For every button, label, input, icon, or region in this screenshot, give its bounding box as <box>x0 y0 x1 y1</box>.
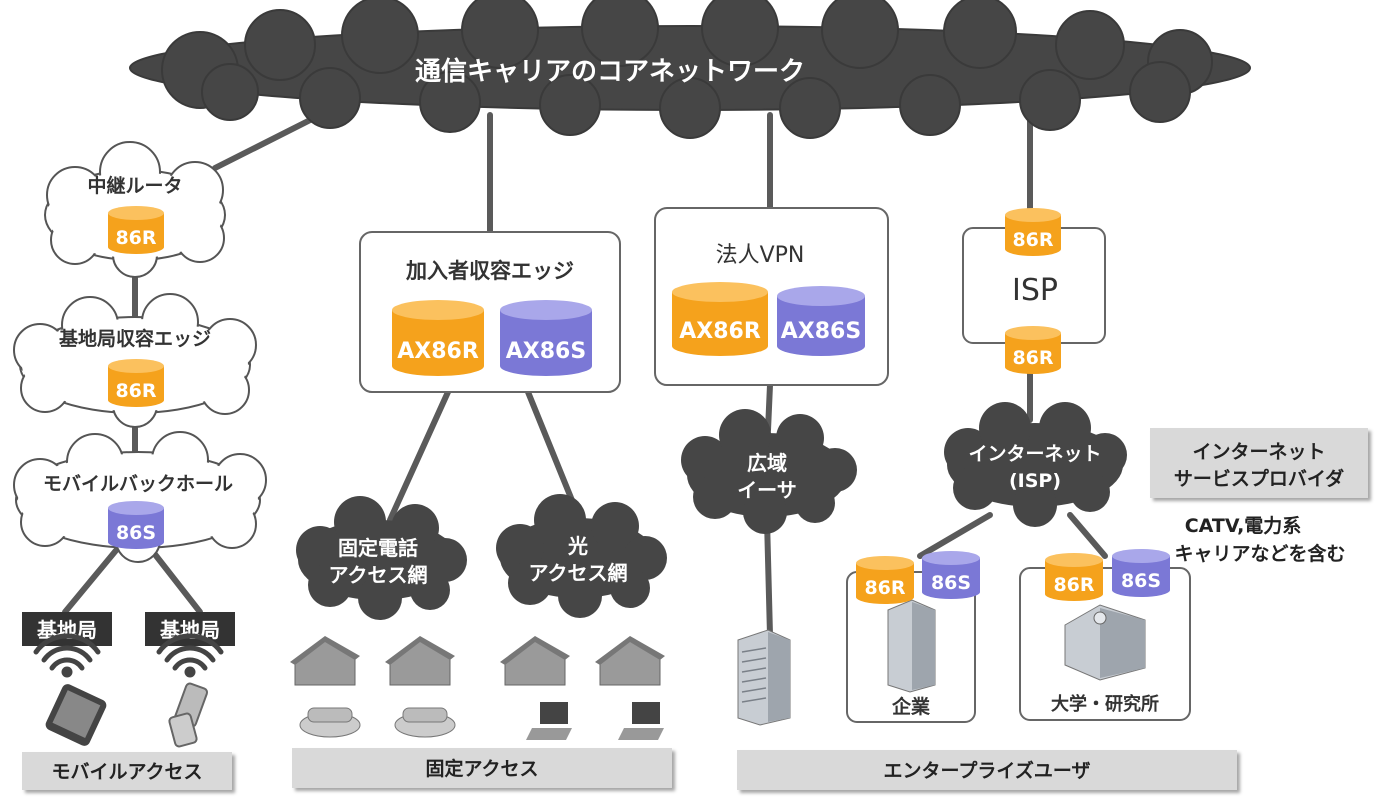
internet-label-1: インターネット <box>968 443 1101 465</box>
antenna-wave-icon <box>156 633 224 678</box>
laptop-icon <box>618 702 664 740</box>
house-icon <box>500 636 570 686</box>
router-ax86r-label: AX86R <box>679 319 761 344</box>
fixed-access-label: 固定アクセス <box>425 757 538 780</box>
router-86r-isp-bottom: 86R <box>1005 326 1061 374</box>
fixed-access-footer <box>292 748 672 788</box>
isp-label: ISP <box>1012 273 1058 308</box>
switch-ax86s-label: AX86S <box>781 319 861 344</box>
subscriber-edge-label: 加入者収容エッジ <box>405 259 574 283</box>
office-building-icon <box>737 629 791 726</box>
company-building-icon <box>887 599 936 693</box>
router-86r-label: 86R <box>115 380 156 402</box>
enterprise-users-label: エンタープライズユーザ <box>884 759 1091 782</box>
smartphone-icon <box>45 684 107 746</box>
router-86r-label: 86R <box>115 227 156 249</box>
router-ax86r-label: AX86R <box>397 339 479 364</box>
mobile-access-label: モバイルアクセス <box>51 761 202 783</box>
router-ax86r: AX86R <box>672 282 768 356</box>
house-icon <box>290 636 360 686</box>
switch-86s-label: 86S <box>116 522 156 544</box>
isp-note-line2: キャリアなどを含む <box>1174 542 1345 565</box>
antenna-wave-icon <box>33 633 101 678</box>
laptop-icon <box>526 702 572 740</box>
phone-network-cloud <box>296 496 467 620</box>
isp-definition-line1: インターネット <box>1192 441 1325 463</box>
house-icon <box>385 636 455 686</box>
core-network-cloud <box>129 0 1251 139</box>
wide-ether-cloud <box>681 409 857 534</box>
university-building-icon <box>1064 604 1146 681</box>
company-label: 企業 <box>891 695 931 718</box>
relay-router-label: 中継ルータ <box>87 174 182 197</box>
switch-86s-company: 86S <box>922 551 980 599</box>
router-86r-label: 86R <box>1053 574 1094 596</box>
switch-86s-label: 86S <box>931 572 971 594</box>
phone-network-label-1: 固定電話 <box>338 536 418 560</box>
internet-label-2: (ISP) <box>1009 470 1061 492</box>
telephone-icon <box>394 707 456 738</box>
router-ax86r: AX86R <box>392 300 484 376</box>
router-86r-label: 86R <box>1012 347 1053 369</box>
internet-cloud <box>944 402 1127 527</box>
switch-ax86s-label: AX86S <box>506 339 586 364</box>
router-86r-label: 86R <box>864 577 905 599</box>
router-86r-isp-top: 86R <box>1005 208 1061 256</box>
backhaul-label: モバイルバックホール <box>43 473 233 495</box>
switch-ax86s: AX86S <box>500 300 592 376</box>
core-network-label: 通信キャリアのコアネットワーク <box>415 57 805 87</box>
fiber-network-label-1: 光 <box>567 534 588 558</box>
router-86r-university: 86R <box>1045 553 1103 601</box>
university-label: 大学・研究所 <box>1051 693 1159 715</box>
wide-ether-label-2: イーサ <box>737 478 797 502</box>
switch-86s-university: 86S <box>1112 549 1170 597</box>
station-edge-label: 基地局収容エッジ <box>58 327 211 350</box>
enterprise-users-footer <box>737 750 1237 790</box>
fiber-network-cloud <box>496 494 667 618</box>
router-86r-relay: 86R <box>108 206 164 254</box>
wide-ether-label-1: 広域 <box>747 451 787 475</box>
house-icon <box>595 636 665 686</box>
router-86r-label: 86R <box>1012 229 1053 251</box>
telephone-icon <box>299 707 361 738</box>
fiber-network-label-2: アクセス網 <box>529 561 628 585</box>
isp-definition-box <box>1150 428 1368 498</box>
router-86r-company: 86R <box>856 556 914 604</box>
switch-86s-backhaul: 86S <box>108 501 164 549</box>
corporate-vpn-label: 法人VPN <box>716 243 805 268</box>
flip-phone-icon <box>168 682 209 748</box>
switch-ax86s: AX86S <box>777 286 865 356</box>
phone-network-label-2: アクセス網 <box>329 563 428 587</box>
switch-86s-label: 86S <box>1121 570 1161 592</box>
isp-definition-line2: サービスプロバイダ <box>1174 467 1344 490</box>
router-86r-station: 86R <box>108 359 164 407</box>
base-station-badge-2 <box>145 612 235 646</box>
base-station-badge-1 <box>22 612 112 646</box>
isp-note-line1: CATV,電力系 <box>1185 514 1302 537</box>
mobile-access-footer <box>22 752 232 790</box>
